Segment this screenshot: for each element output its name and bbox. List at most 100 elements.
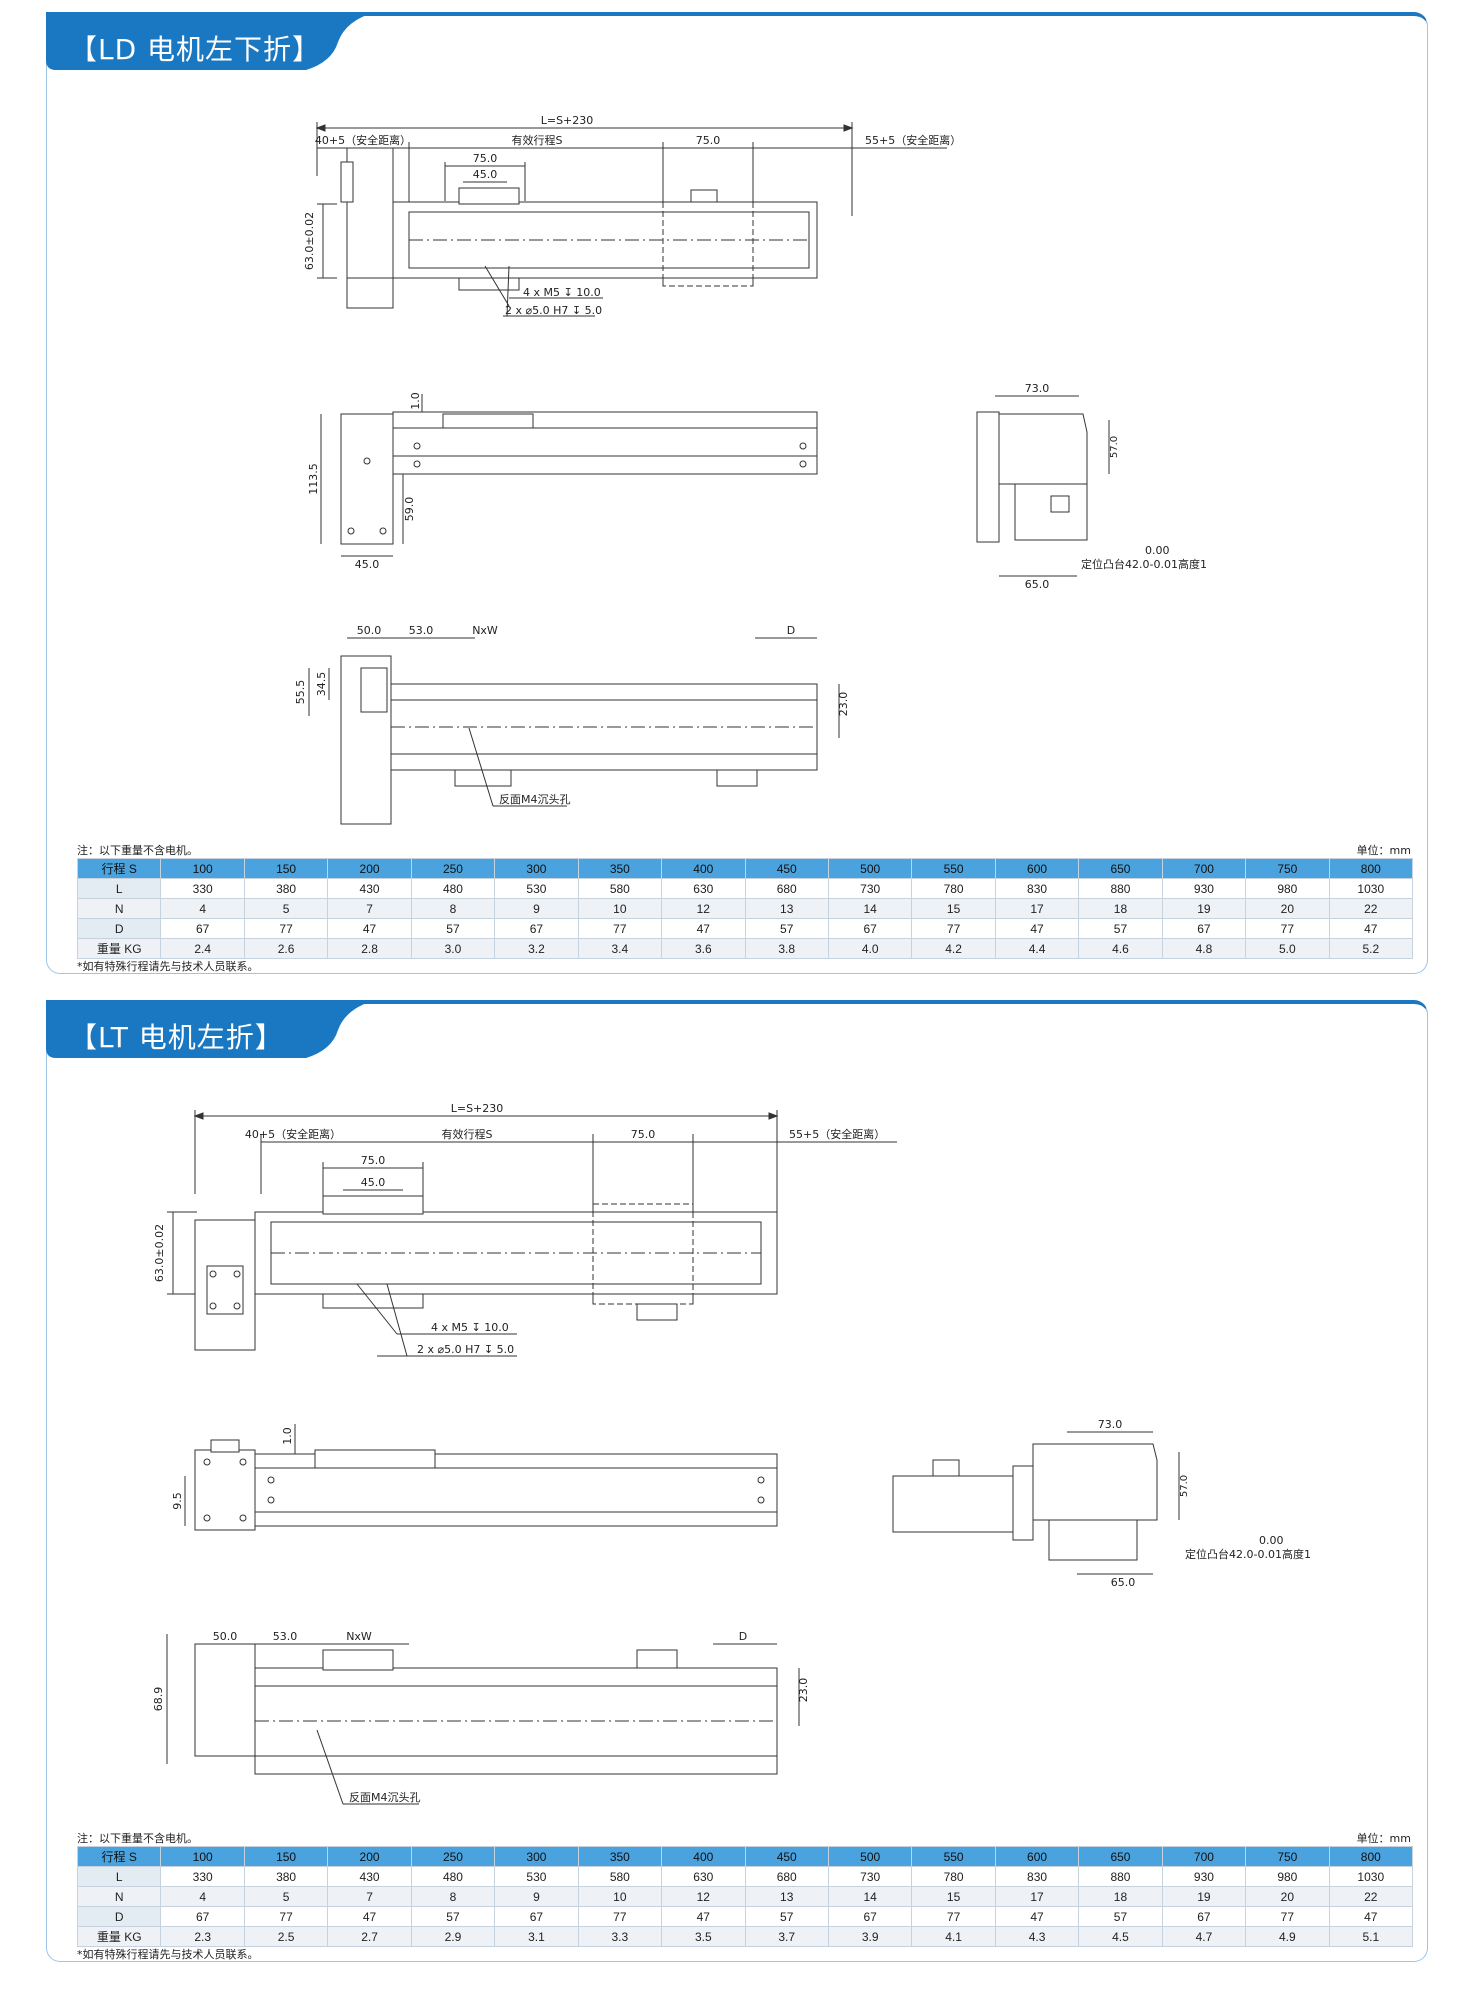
header-cell: 行程 S <box>76 858 162 879</box>
header-cell: 100 <box>160 1846 245 1867</box>
table-cell: 9 <box>494 1886 579 1907</box>
header-cell: 750 <box>1245 858 1330 879</box>
table-cell: 3.3 <box>577 1926 663 1947</box>
section-ld-panel: 【LD 电机左下折】 L=S+230 40+5（安全距离） 有效行程S 75.0… <box>46 12 1428 974</box>
ld-end-view: 73.0 57.0 65.0 0.00 定位凸台42.0-0.01高度1 <box>976 382 1207 591</box>
table-cell: 77 <box>911 1906 996 1927</box>
table-cell: 7 <box>327 1886 412 1907</box>
weight-note: 注：以下重量不含电机。 <box>77 844 198 857</box>
table-cell: 22 <box>1328 898 1414 919</box>
table-cell: 4.3 <box>994 1926 1080 1947</box>
table-cell: 5.1 <box>1328 1926 1414 1947</box>
table-row: L 330 380 430 480 530 580 630 680 730 78… <box>76 878 1414 899</box>
dim-slider-length: 75.0 <box>361 1154 386 1167</box>
table-cell: 3.2 <box>494 938 579 959</box>
table-cell: 3.9 <box>827 1926 913 1947</box>
dim-side-low: 59.0 <box>403 497 416 522</box>
table-cell: 3.4 <box>577 938 663 959</box>
callout-counterbore: 反面M4沉头孔 <box>349 1791 421 1804</box>
table-cell: 630 <box>661 1866 746 1887</box>
header-cell: 800 <box>1328 1846 1414 1867</box>
table-cell: 3.0 <box>410 938 496 959</box>
table-cell: 22 <box>1328 1886 1414 1907</box>
header-cell: 250 <box>410 858 496 879</box>
section-title: 【LT 电机左折】 <box>69 1021 284 1054</box>
header-cell: 100 <box>160 858 245 879</box>
table-cell: 77 <box>577 1906 663 1927</box>
header-cell: 600 <box>994 858 1080 879</box>
note-locating-boss: 定位凸台42.0-0.01高度1 <box>1081 557 1207 571</box>
table-cell: 15 <box>911 1886 996 1907</box>
table-cell: 77 <box>911 918 996 939</box>
header-cell: 550 <box>911 1846 996 1867</box>
table-cell: 2.8 <box>327 938 412 959</box>
dim-datum: 0.00 <box>1145 544 1170 557</box>
ld-technical-drawing: L=S+230 40+5（安全距离） 有效行程S 75.0 55+5（安全距离）… <box>294 114 1207 825</box>
table-cell: 680 <box>744 1866 829 1887</box>
table-cell: 3.7 <box>744 1926 829 1947</box>
table-row: 重量 KG 2.4 2.6 2.8 3.0 3.2 3.4 3.6 3.8 4.… <box>76 938 1414 959</box>
callout-pin-holes: 2 x ⌀5.0 H7 ↧ 5.0 <box>505 304 602 317</box>
table-cell: 47 <box>994 1906 1080 1927</box>
dim-side-height: 113.5 <box>307 463 320 495</box>
table-cell: N <box>76 898 162 919</box>
dim-bottom-rail-h: 23.0 <box>837 692 850 717</box>
dim-offset-top: 1.0 <box>281 1427 294 1445</box>
table-cell: 4.5 <box>1078 1926 1163 1947</box>
dim-slider-pitch: 45.0 <box>361 1176 386 1189</box>
callout-tap-holes: 4 x M5 ↧ 10.0 <box>523 286 601 299</box>
dim-bottom-total-h: 68.9 <box>152 1687 165 1712</box>
table-cell: 67 <box>827 1906 913 1927</box>
header-cell: 350 <box>577 858 663 879</box>
table-cell: 67 <box>160 918 245 939</box>
table-cell: 57 <box>1078 1906 1163 1927</box>
table-cell: 3.6 <box>661 938 746 959</box>
table-cell: 67 <box>494 1906 579 1927</box>
table-cell: 12 <box>661 1886 746 1907</box>
dim-safe-left: 40+5（安全距离） <box>315 133 411 147</box>
table-header-row: 行程 S 100 150 200 250 300 350 400 450 500… <box>76 1846 1414 1867</box>
lt-side-view: 1.0 9.5 <box>171 1424 778 1531</box>
weight-note: 注：以下重量不含电机。 <box>77 1832 198 1845</box>
table-cell: D <box>76 918 162 939</box>
table-cell: 47 <box>661 1906 746 1927</box>
lt-technical-drawing: L=S+230 40+5（安全距离） 有效行程S 75.0 55+5（安全距离）… <box>152 1102 1311 1805</box>
table-cell: 67 <box>1161 1906 1247 1927</box>
table-cell: 77 <box>1245 1906 1330 1927</box>
table-cell: 730 <box>827 878 913 899</box>
header-cell: 行程 S <box>76 1846 162 1867</box>
table-cell: 4.0 <box>827 938 913 959</box>
table-cell: 57 <box>410 1906 496 1927</box>
header-cell: 500 <box>827 1846 913 1867</box>
dim-block-length: 75.0 <box>696 134 721 147</box>
table-cell: 4.8 <box>1161 938 1247 959</box>
table-cell: 14 <box>827 1886 913 1907</box>
table-cell: 77 <box>243 1906 329 1927</box>
header-cell: 650 <box>1078 1846 1163 1867</box>
lt-end-view: 73.0 57.0 65.0 0.00 定位凸台42.0-0.01高度1 <box>892 1418 1311 1589</box>
table-row: N 4 5 7 8 9 10 12 13 14 15 17 18 19 20 2… <box>76 1886 1414 1907</box>
table-cell: 12 <box>661 898 746 919</box>
header-cell: 150 <box>243 858 329 879</box>
table-cell: L <box>76 1866 162 1887</box>
table-cell: 20 <box>1245 898 1330 919</box>
table-cell: 930 <box>1161 1866 1247 1887</box>
section-title-tab <box>46 1000 376 1058</box>
table-cell: 330 <box>160 878 245 899</box>
table-row: D 67 77 47 57 67 77 47 57 67 77 47 57 67… <box>76 1906 1414 1927</box>
table-cell: 47 <box>327 1906 412 1927</box>
note-locating-boss: 定位凸台42.0-0.01高度1 <box>1185 1547 1311 1561</box>
dim-total-length: L=S+230 <box>451 1102 504 1115</box>
unit-label: 单位：mm <box>1356 844 1411 857</box>
header-cell: 550 <box>911 858 996 879</box>
header-cell: 750 <box>1245 1846 1330 1867</box>
table-cell: 47 <box>994 918 1080 939</box>
header-cell: 700 <box>1161 1846 1247 1867</box>
callout-pin-holes: 2 x ⌀5.0 H7 ↧ 5.0 <box>417 1343 514 1356</box>
table-cell: 7 <box>327 898 412 919</box>
table-cell: 19 <box>1161 898 1247 919</box>
spec-table: 行程 S 100 150 200 250 300 350 400 450 500… <box>76 858 1414 959</box>
dim-block-length: 75.0 <box>631 1128 656 1141</box>
table-cell: 17 <box>994 898 1080 919</box>
table-cell: 4.6 <box>1078 938 1163 959</box>
